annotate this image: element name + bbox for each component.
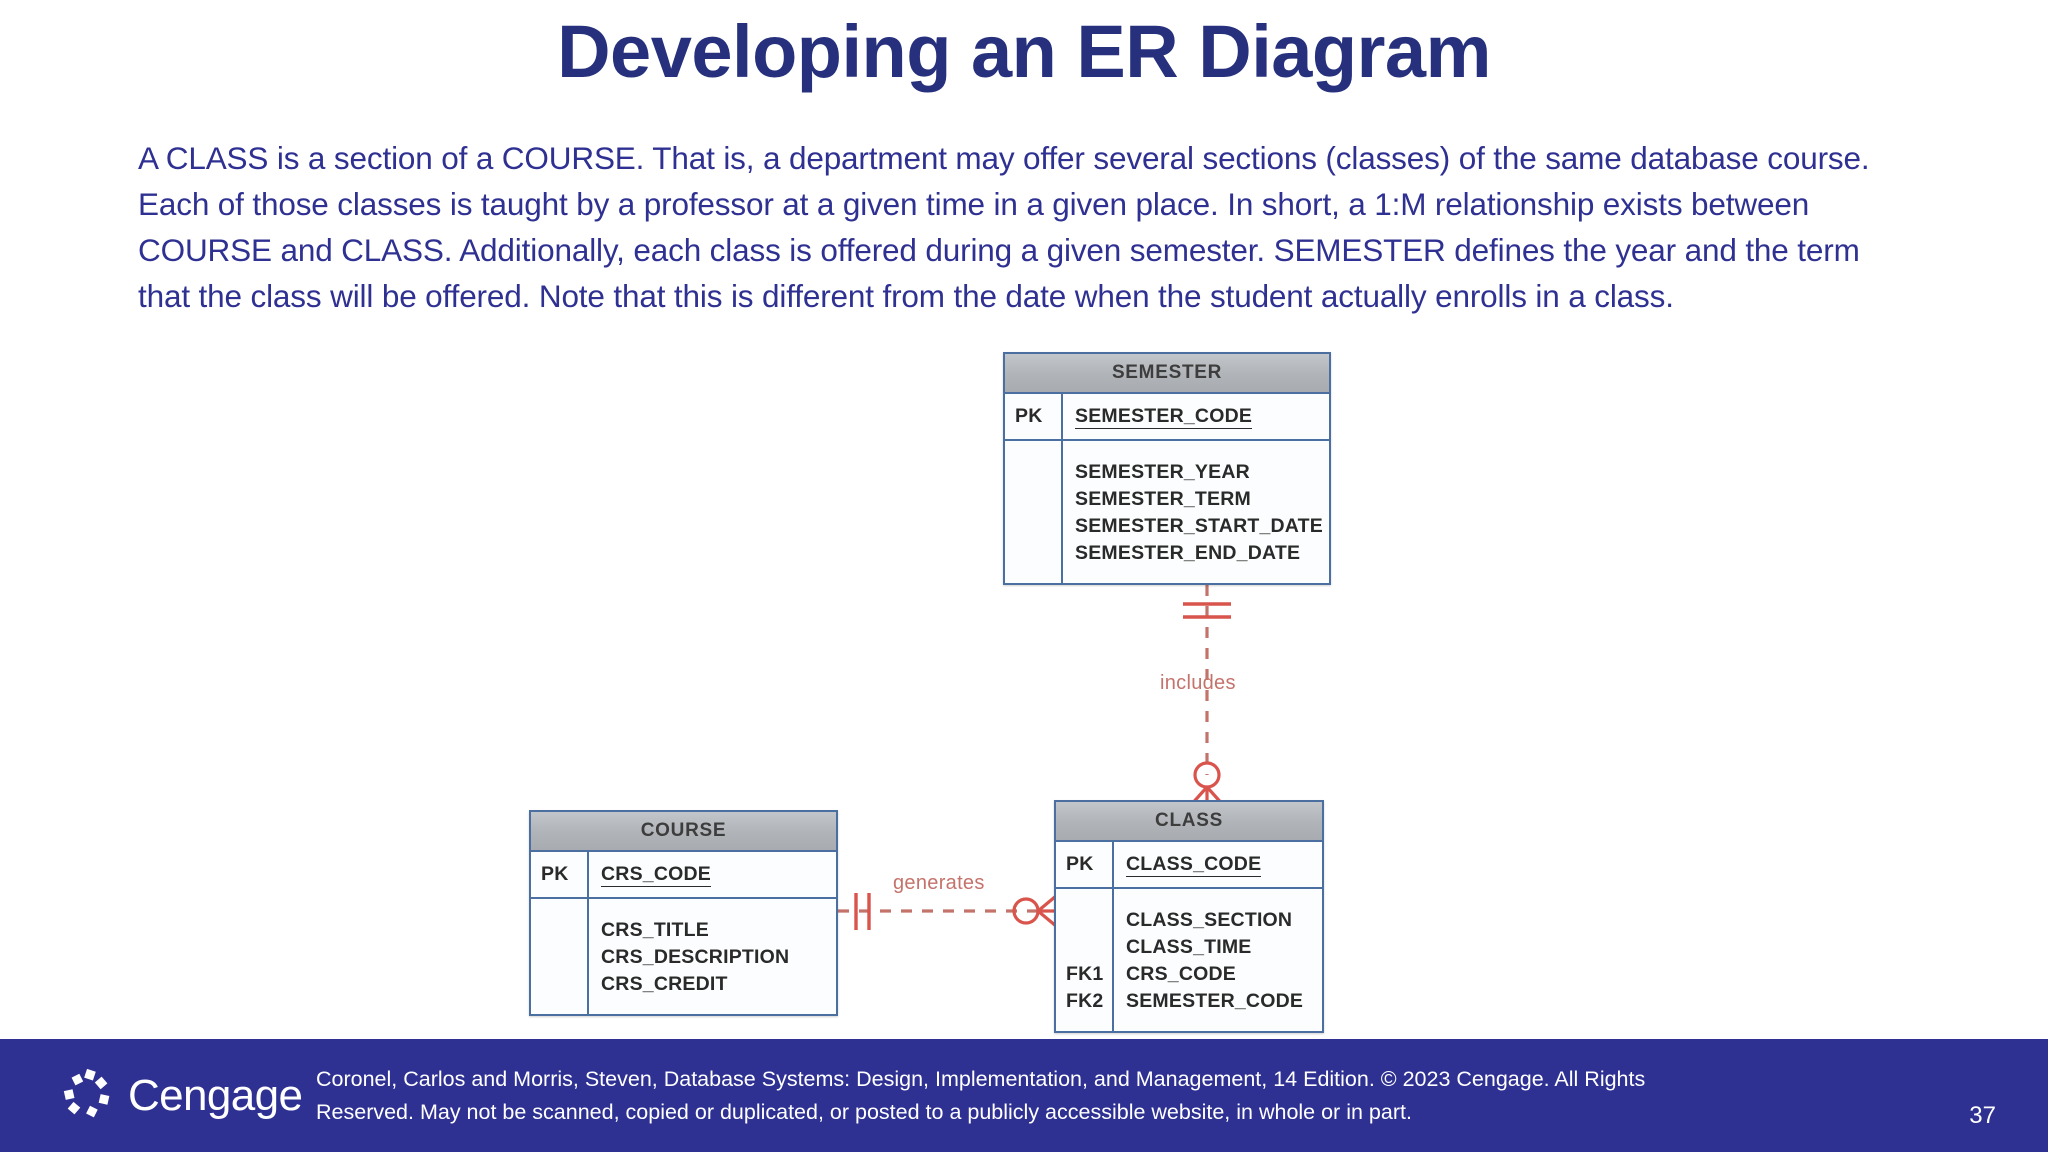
entity-class-attribute-2: CRS_CODE <box>1126 963 1236 985</box>
entity-class-pk-key-col: PK <box>1056 842 1114 887</box>
cengage-logo-icon <box>63 1068 110 1117</box>
entity-semester-pk-label: PK <box>1015 405 1043 427</box>
entity-class-pk-label: PK <box>1066 853 1094 875</box>
er-diagram: includes generates SEMESTER PK SEMESTER_… <box>529 352 1331 1033</box>
entity-course-attribute-1: CRS_DESCRIPTION <box>601 946 790 968</box>
footer-citation: Coronel, Carlos and Morris, Steven, Data… <box>300 1063 1770 1129</box>
entity-class-pk-attr-col: CLASS_CODE <box>1114 842 1322 887</box>
entity-semester-pk-attribute: SEMESTER_CODE <box>1075 404 1253 429</box>
entity-semester-attr-col: SEMESTER_YEAR SEMESTER_TERM SEMESTER_STA… <box>1063 441 1329 583</box>
page-title: Developing an ER Diagram <box>557 10 1491 93</box>
entity-class-attribute-3: SEMESTER_CODE <box>1126 990 1304 1012</box>
entity-course-pk-attribute: CRS_CODE <box>601 862 711 887</box>
page-number: 37 <box>1969 1102 1996 1129</box>
entity-semester-key-col <box>1005 441 1063 583</box>
entity-course-pk-attr-col: CRS_CODE <box>589 852 836 897</box>
entity-course-pk-key-col: PK <box>531 852 589 897</box>
entity-semester-pk-key-col: PK <box>1005 394 1063 439</box>
body-paragraph: A CLASS is a section of a COURSE. That i… <box>138 140 1870 314</box>
entity-class-key-col: FK1 FK2 <box>1056 889 1114 1031</box>
entity-course[interactable]: COURSE PK CRS_CODE <box>529 810 838 1016</box>
cengage-logo: Cengage <box>0 1039 303 1152</box>
entity-course-pk-label: PK <box>541 863 569 885</box>
entity-semester[interactable]: SEMESTER PK SEMESTER_CODE <box>1003 352 1331 585</box>
entity-course-title: COURSE <box>531 812 836 852</box>
entity-class-pk-attribute: CLASS_CODE <box>1126 852 1262 877</box>
entity-class-attribute-0: CLASS_SECTION <box>1126 909 1293 931</box>
entity-semester-pk-attr-col: SEMESTER_CODE <box>1063 394 1329 439</box>
relationship-includes <box>1183 585 1231 808</box>
entity-class-key-2: FK1 <box>1066 963 1104 985</box>
relationship-label-includes: includes <box>1160 672 1236 694</box>
entity-class-title: CLASS <box>1056 802 1322 842</box>
entity-course-key-col <box>531 899 589 1014</box>
entity-semester-attribute-2: SEMESTER_START_DATE <box>1075 515 1323 537</box>
entity-semester-attribute-1: SEMESTER_TERM <box>1075 488 1251 510</box>
entity-semester-attribute-0: SEMESTER_YEAR <box>1075 461 1250 483</box>
cengage-wordmark: Cengage <box>128 1070 303 1120</box>
relationship-generates <box>838 893 1058 930</box>
entity-class-attr-col: CLASS_SECTION CLASS_TIME CRS_CODE SEMEST… <box>1114 889 1322 1031</box>
footer-citation-line-2: Reserved. May not be scanned, copied or … <box>316 1099 1412 1124</box>
entity-course-attribute-0: CRS_TITLE <box>601 919 709 941</box>
entity-course-attr-col: CRS_TITLE CRS_DESCRIPTION CRS_CREDIT <box>589 899 836 1014</box>
entity-semester-attribute-3: SEMESTER_END_DATE <box>1075 542 1301 564</box>
footer-bar: Cengage Coronel, Carlos and Morris, Stev… <box>0 1039 2048 1152</box>
footer-citation-line-1: Coronel, Carlos and Morris, Steven, Data… <box>316 1066 1646 1091</box>
entity-course-attribute-2: CRS_CREDIT <box>601 973 728 995</box>
entity-class-attribute-1: CLASS_TIME <box>1126 936 1252 958</box>
entity-semester-title: SEMESTER <box>1005 354 1329 394</box>
entity-class[interactable]: CLASS PK CLASS_CODE FK1 FK2 <box>1054 800 1324 1033</box>
relationship-label-generates: generates <box>893 872 985 894</box>
entity-class-key-3: FK2 <box>1066 990 1104 1012</box>
